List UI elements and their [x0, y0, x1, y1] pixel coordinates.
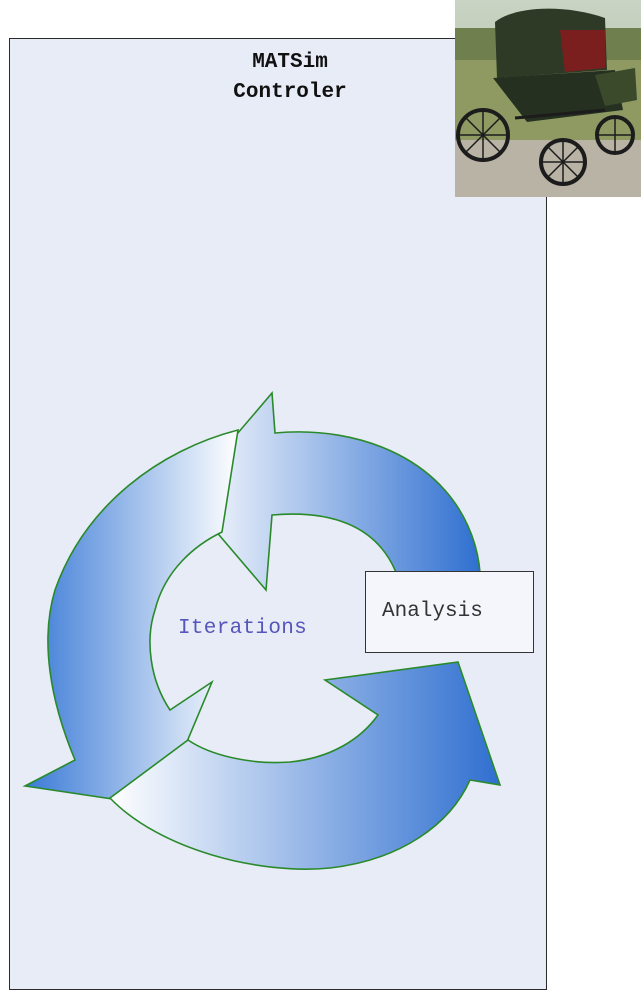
iterations-label: Iterations [178, 617, 308, 640]
diagram-title: MATSim Controler [190, 48, 390, 108]
title-line-2: Controler [233, 81, 347, 104]
analysis-box: Analysis [365, 571, 534, 653]
title-line-1: MATSim [252, 51, 328, 74]
cycle-arrow-left [22, 428, 239, 807]
cycle-arrow-bottom [108, 661, 502, 870]
analysis-label: Analysis [382, 600, 483, 623]
carriage-image [455, 0, 641, 197]
